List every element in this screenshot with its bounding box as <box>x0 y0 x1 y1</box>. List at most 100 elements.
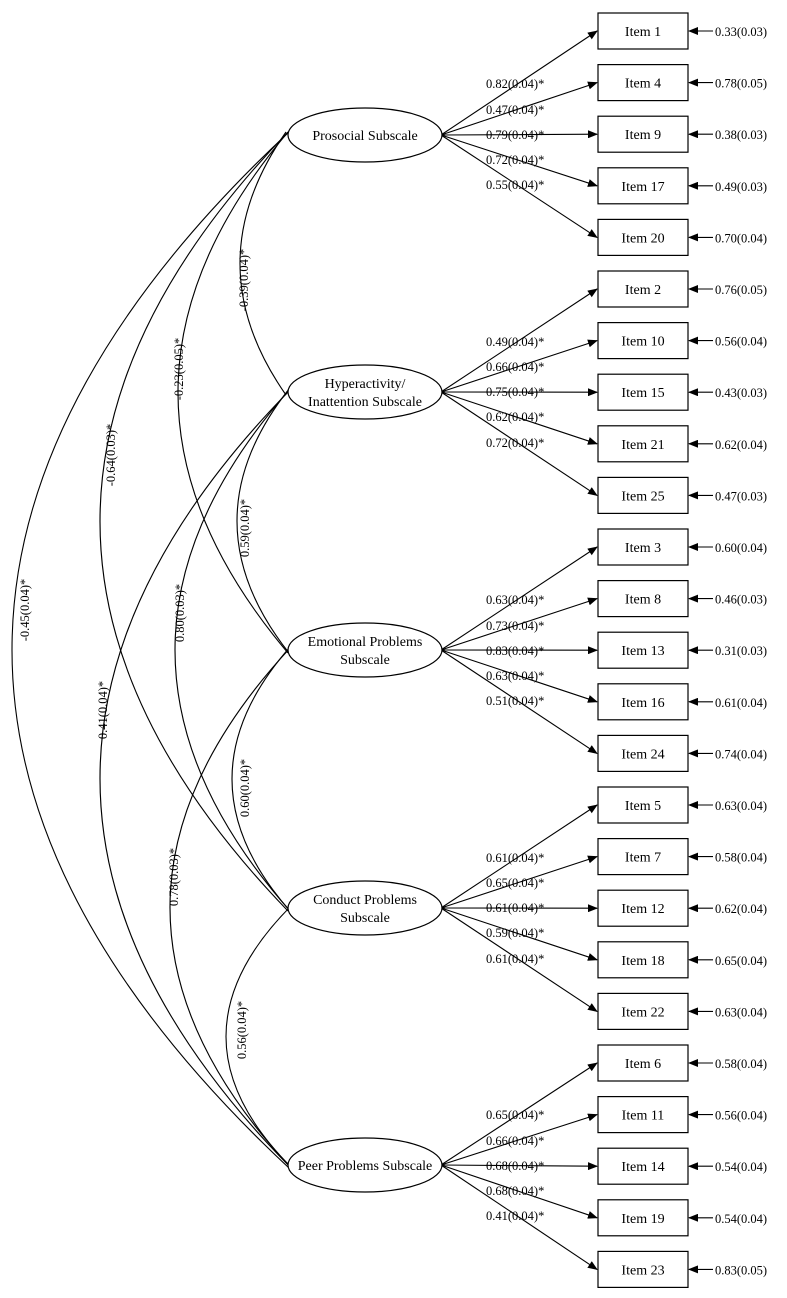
item-label: Item 14 <box>621 1160 664 1175</box>
loading-label: 0.63(0.04)* <box>486 669 544 683</box>
correlation-label-3-4: 0.56(0.04)* <box>235 1001 249 1059</box>
correlation-label-0-1: -0.39(0.04)* <box>237 249 251 312</box>
correlation-arc-1-4 <box>99 388 292 1169</box>
correlation-arc-0-1 <box>239 131 287 396</box>
residual-label: 0.76(0.05) <box>715 283 767 297</box>
loading-label: 0.65(0.04)* <box>486 876 544 890</box>
loading-arrow <box>440 134 598 187</box>
loading-label: 0.79(0.04)* <box>486 128 544 142</box>
loading-arrow <box>440 1164 598 1270</box>
item-box <box>597 579 689 618</box>
loading-label: 0.83(0.04)* <box>486 644 544 658</box>
item-label: Item 7 <box>625 851 661 866</box>
correlation-arc-2-3 <box>231 646 291 912</box>
item-label: Item 24 <box>621 747 664 762</box>
loading-arrow <box>440 855 598 909</box>
residual-label: 0.56(0.04) <box>715 1109 767 1123</box>
loading-label: 0.55(0.04)* <box>486 178 544 192</box>
loading-label: 0.63(0.04)* <box>486 593 544 607</box>
item-label: Item 11 <box>622 1109 665 1124</box>
factor-ellipse <box>287 107 443 163</box>
loading-arrow <box>440 288 598 393</box>
loading-label: 0.41(0.04)* <box>486 1209 544 1223</box>
item-label: Item 22 <box>621 1005 664 1020</box>
loading-label: 0.66(0.04)* <box>486 360 544 374</box>
item-label: Item 9 <box>625 128 661 143</box>
loading-label: 0.61(0.04)* <box>486 952 544 966</box>
item-box <box>597 63 689 102</box>
correlation-arc-1-3 <box>174 388 291 912</box>
item-label: Item 25 <box>621 489 664 504</box>
loading-arrow <box>440 391 598 496</box>
item-box <box>597 941 689 979</box>
correlation-arc-0-2 <box>177 131 289 654</box>
item-label: Item 19 <box>621 1212 664 1227</box>
loading-label: 0.65(0.04)* <box>486 1108 544 1122</box>
loading-arrow <box>440 1164 598 1219</box>
loading-label: 0.75(0.04)* <box>486 385 544 399</box>
loading-arrow <box>440 30 598 136</box>
residual-label: 0.63(0.04) <box>715 1005 767 1019</box>
correlation-label-0-3: -0.64(0.03)* <box>104 424 118 487</box>
item-box <box>597 1095 689 1134</box>
correlation-arcs <box>11 131 293 1169</box>
loading-arrow <box>440 134 598 238</box>
item-label: Item 13 <box>621 644 664 659</box>
item-label: Item 23 <box>621 1263 664 1278</box>
residual-label: 0.63(0.04) <box>715 799 767 813</box>
item-box <box>597 631 689 669</box>
item-box <box>597 476 689 514</box>
item-box <box>597 373 689 411</box>
loading-arrow <box>440 649 598 703</box>
residual-label: 0.47(0.03) <box>715 489 767 503</box>
loading-arrow <box>440 339 598 393</box>
item-label: Item 15 <box>621 386 664 401</box>
loading-arrow <box>440 907 598 1012</box>
factor-label: Conduct Problems <box>313 893 417 908</box>
loading-label: 0.62(0.04)* <box>486 410 544 424</box>
correlation-label-0-2: -0.23(0.05)* <box>172 338 186 401</box>
correlation-arc-2-4 <box>169 646 292 1169</box>
item-box <box>597 1250 689 1289</box>
residual-label: 0.58(0.04) <box>715 1057 767 1071</box>
nodes <box>287 12 689 1289</box>
item-box <box>597 1147 689 1185</box>
loading-label: 0.51(0.04)* <box>486 694 544 708</box>
loading-arrow <box>440 804 598 909</box>
item-label: Item 3 <box>625 541 661 556</box>
item-box <box>597 115 689 153</box>
factor-label: Emotional Problems <box>308 635 423 650</box>
item-box <box>597 12 689 50</box>
item-box <box>597 1199 689 1237</box>
loading-arrow <box>440 1162 598 1171</box>
loading-arrow <box>440 391 598 445</box>
factor-ellipse <box>287 364 443 420</box>
correlation-arc-0-4 <box>11 131 290 1169</box>
factor-label: Subscale <box>340 653 390 668</box>
item-label: Item 2 <box>625 283 661 298</box>
loading-arrow <box>440 649 598 754</box>
correlation-label-1-2: 0.59(0.04)* <box>238 499 252 557</box>
loading-label: 0.72(0.04)* <box>486 436 544 450</box>
item-box <box>597 270 689 308</box>
item-box <box>597 425 689 463</box>
loading-arrow <box>440 81 598 136</box>
factor-ellipse <box>287 622 443 678</box>
loading-arrow <box>440 907 598 961</box>
correlation-label-1-4: 0.41(0.04)* <box>96 681 110 739</box>
loading-paths <box>440 27 713 1274</box>
item-box <box>597 528 689 566</box>
factor-label: Subscale <box>340 911 390 926</box>
item-label: Item 8 <box>625 593 661 608</box>
residual-label: 0.61(0.04) <box>715 696 767 710</box>
item-box <box>597 992 689 1031</box>
loading-label: 0.66(0.04)* <box>486 1134 544 1148</box>
residual-label: 0.70(0.04) <box>715 231 767 245</box>
item-box <box>597 322 689 360</box>
correlation-arc-0-3 <box>99 131 289 912</box>
item-box <box>597 889 689 927</box>
residual-label: 0.83(0.05) <box>715 1263 767 1277</box>
residual-label: 0.65(0.04) <box>715 954 767 968</box>
item-box <box>597 837 689 876</box>
